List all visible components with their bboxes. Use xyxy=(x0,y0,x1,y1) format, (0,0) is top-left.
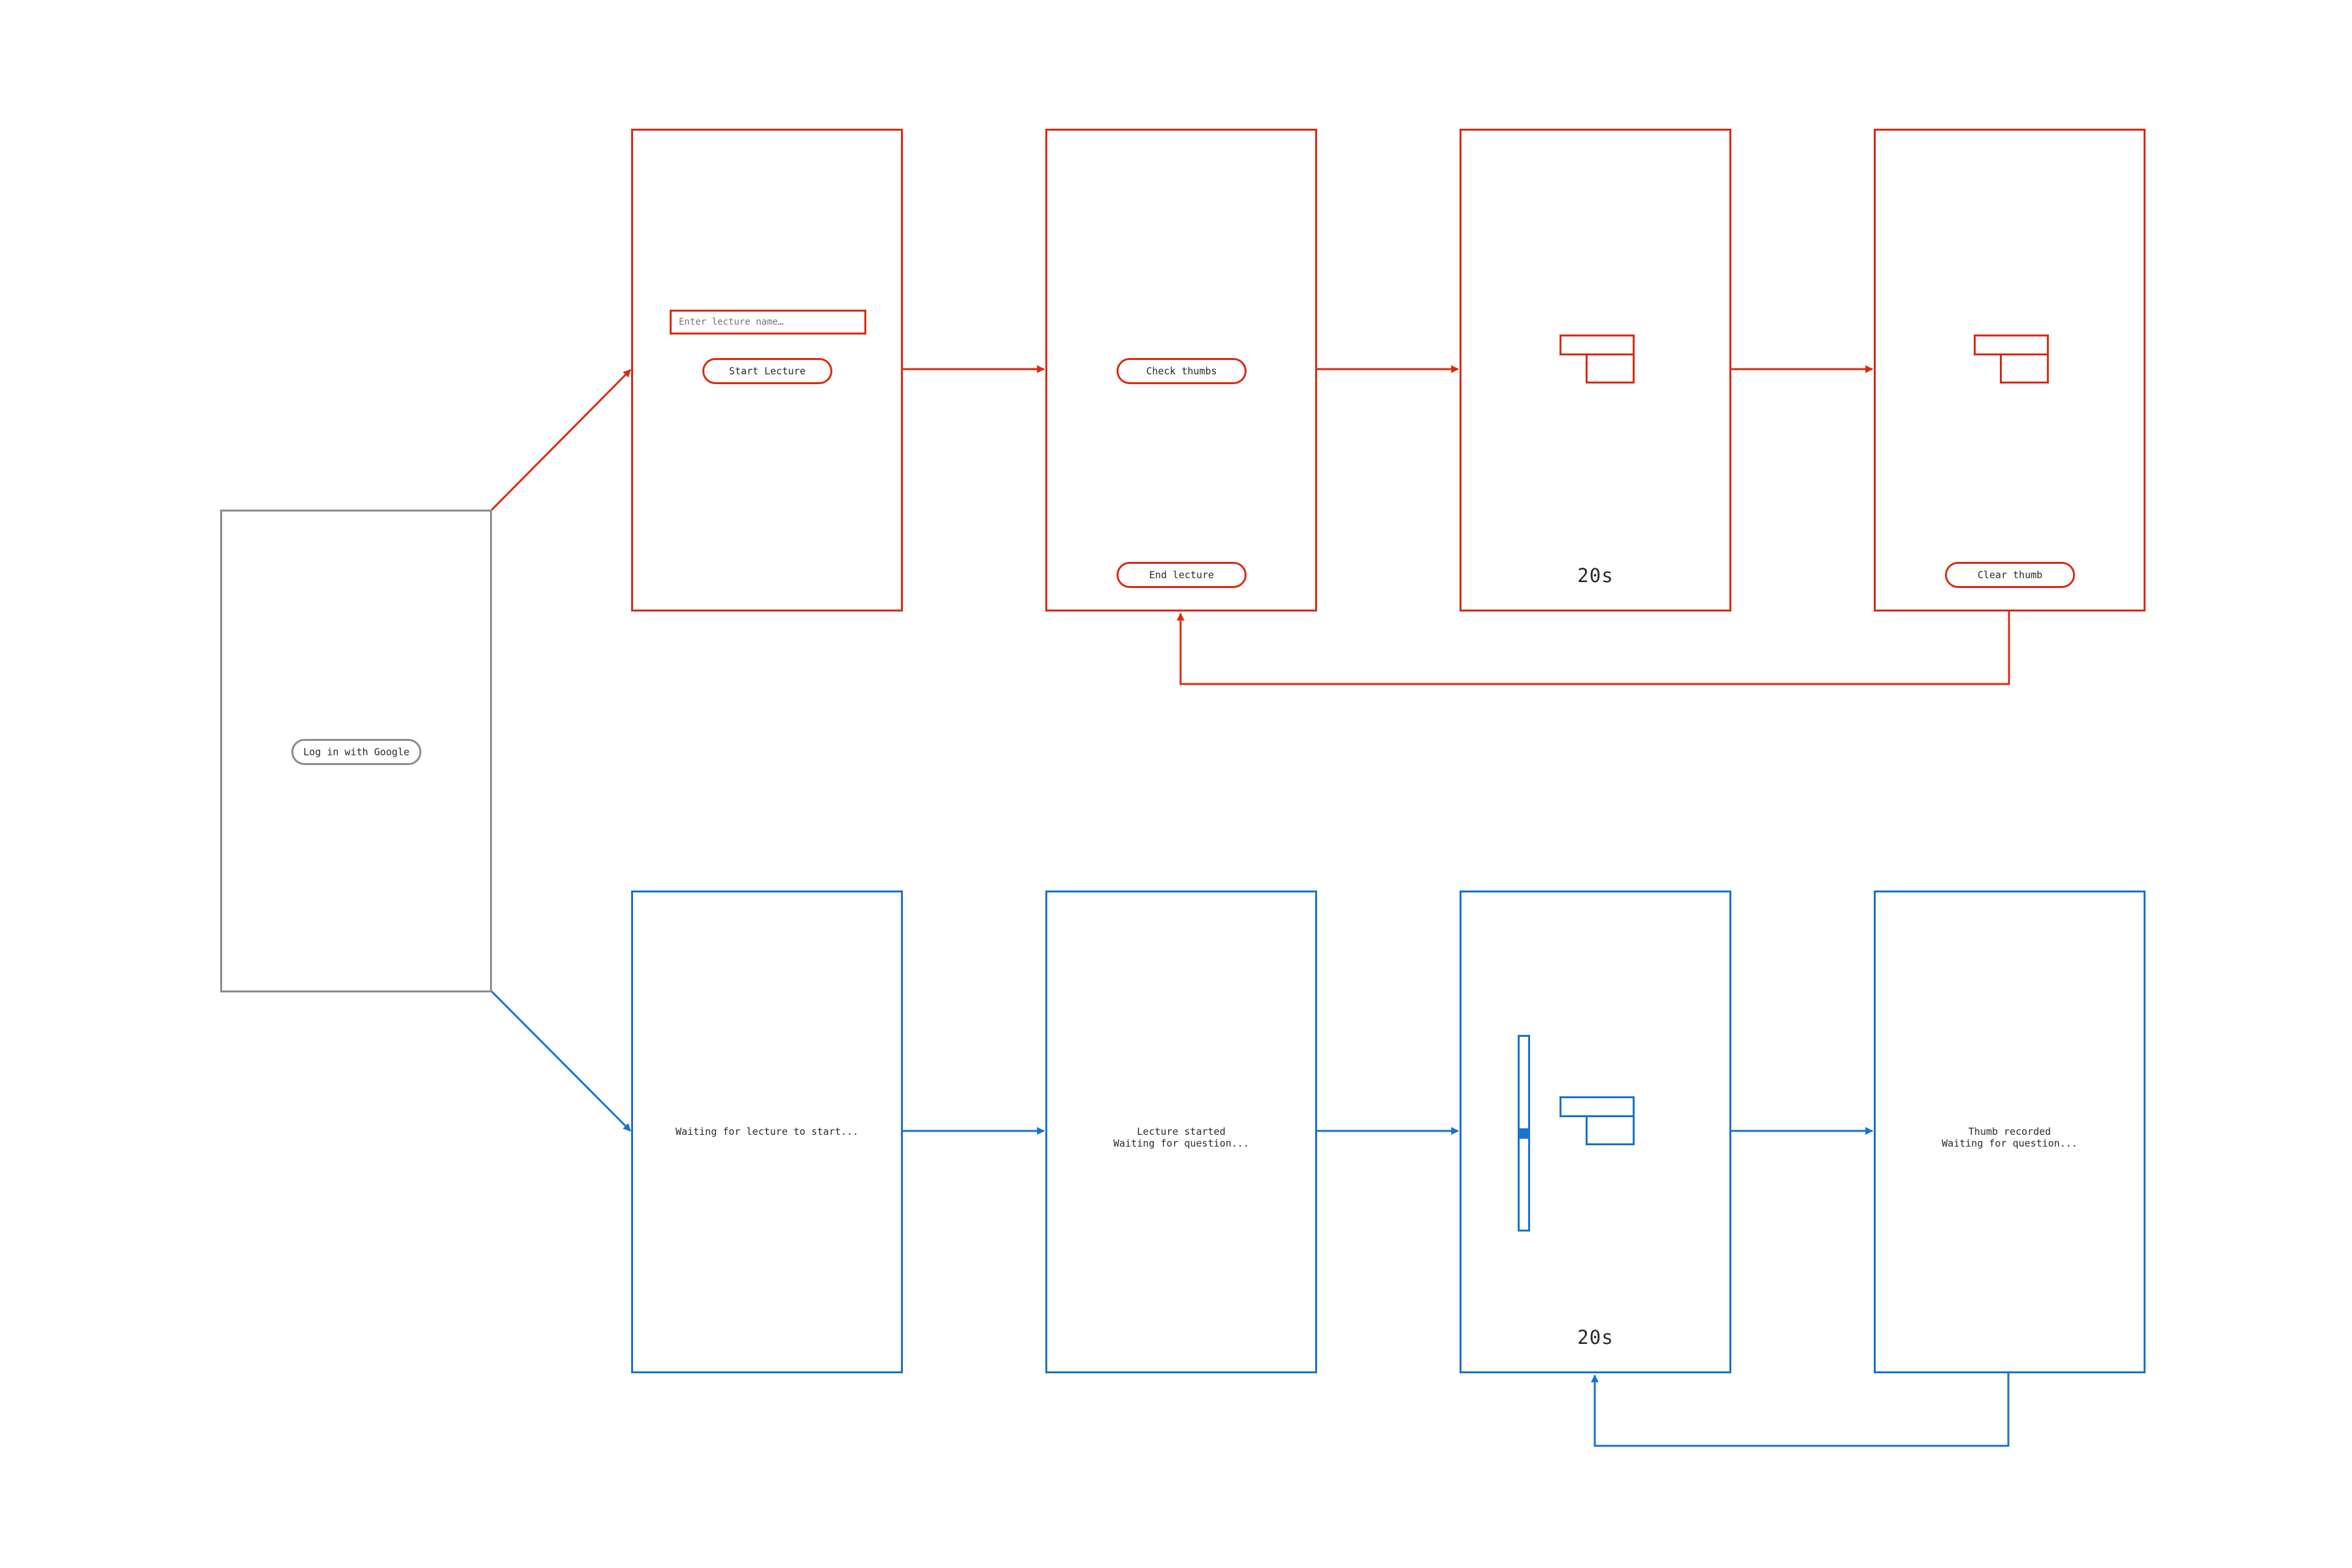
student-waiting-screen: Waiting for lecture to start... xyxy=(631,890,903,1373)
thumbs-icon xyxy=(1560,1096,1638,1146)
lecturer-counting-screen: 20s xyxy=(1460,129,1731,612)
status-line-2: Waiting for question... xyxy=(1113,1137,1249,1149)
login-screen: Log in with Google xyxy=(220,510,492,992)
status-message: Thumb recorded Waiting for question... xyxy=(1876,1126,2144,1149)
countdown-timer: 20s xyxy=(1577,564,1614,587)
lecturer-results-screen: Clear thumb xyxy=(1874,129,2146,612)
slider-handle[interactable] xyxy=(1520,1128,1528,1139)
start-lecture-button[interactable]: Start Lecture xyxy=(702,358,832,384)
end-lecture-button[interactable]: End lecture xyxy=(1117,562,1247,588)
student-started-screen: Lecture started Waiting for question... xyxy=(1045,890,1317,1373)
status-line-1: Lecture started xyxy=(1137,1126,1226,1137)
connector-login-to-lecturer xyxy=(490,368,632,512)
status-line-1: Thumb recorded xyxy=(1968,1126,2051,1137)
clear-thumb-button[interactable]: Clear thumb xyxy=(1945,562,2075,588)
check-thumbs-button[interactable]: Check thumbs xyxy=(1117,358,1247,384)
connector-lecturer-results-back-to-active xyxy=(1177,610,2010,685)
thumbs-icon xyxy=(1974,335,2052,384)
countdown-timer: 20s xyxy=(1577,1326,1614,1348)
thumbs-icon xyxy=(1560,335,1638,384)
student-voting-screen: 20s xyxy=(1460,890,1731,1373)
waiting-message-text: Waiting for lecture to start... xyxy=(676,1126,858,1137)
google-login-button[interactable]: Log in with Google xyxy=(291,739,421,765)
student-recorded-screen: Thumb recorded Waiting for question... xyxy=(1874,890,2146,1373)
status-message: Lecture started Waiting for question... xyxy=(1047,1126,1315,1149)
connector-login-to-student xyxy=(490,990,632,1132)
lecturer-active-screen: Check thumbs End lecture xyxy=(1045,129,1317,612)
lecturer-start-screen: Start Lecture xyxy=(631,129,903,612)
waiting-message: Waiting for lecture to start... xyxy=(633,1126,901,1137)
status-line-2: Waiting for question... xyxy=(1942,1137,2078,1149)
connector-student-recorded-back-to-voting xyxy=(1591,1372,2010,1447)
lecture-name-input[interactable] xyxy=(670,310,866,335)
thumb-slider[interactable] xyxy=(1518,1035,1530,1232)
